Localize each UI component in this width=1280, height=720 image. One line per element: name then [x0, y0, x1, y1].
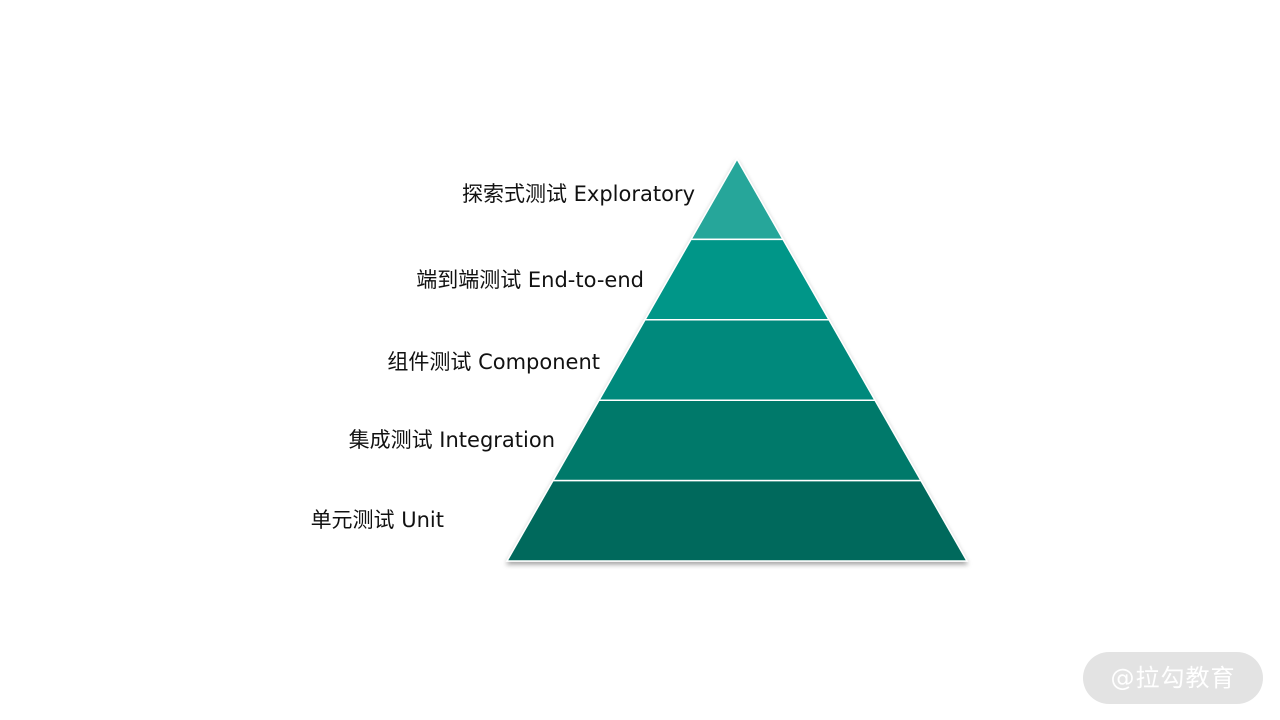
pyramid-tier-end-to-end: [643, 238, 831, 321]
pyramid-tier-exploratory: [689, 157, 785, 241]
tier-label-exploratory: 探索式测试 Exploratory: [461, 182, 695, 206]
pyramid-tier-component: [597, 319, 877, 401]
pyramid-tier-unit: [505, 479, 969, 562]
tier-label-integration: 集成测试 Integration: [348, 428, 555, 452]
tier-label-component: 组件测试 Component: [387, 350, 600, 374]
tier-label-end-to-end: 端到端测试 End-to-end: [416, 268, 644, 292]
watermark-logo: @拉勾教育: [1083, 652, 1263, 704]
pyramid-tier-integration: [551, 399, 923, 482]
tier-label-unit: 单元测试 Unit: [310, 508, 444, 532]
